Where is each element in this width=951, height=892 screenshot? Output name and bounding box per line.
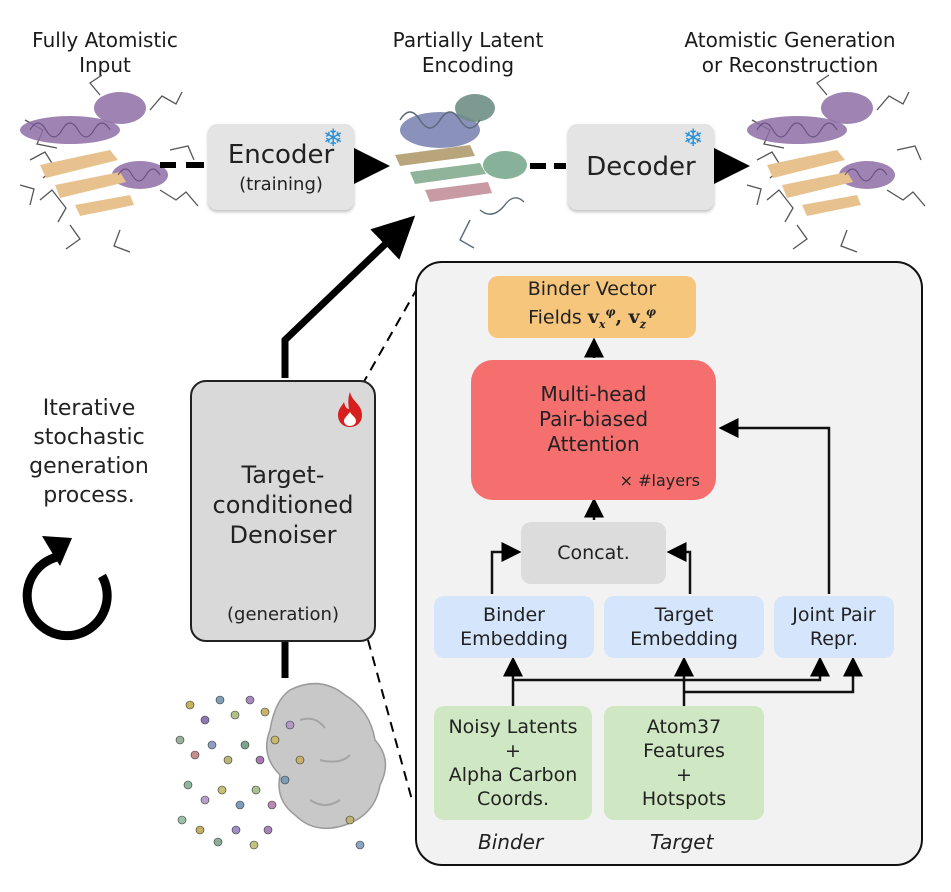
denoiser-subtitle: (generation) [227, 604, 339, 625]
concat-box: Concat. [521, 522, 666, 584]
binder-embedding-line2: Embedding [460, 628, 568, 650]
refresh-cycle-icon [22, 536, 112, 641]
iterative-line4: process. [43, 483, 135, 508]
snowflake-icon: ❄ [683, 124, 704, 152]
decoder-box: Decoder [568, 124, 714, 210]
binder-embedding-line1: Binder [483, 604, 545, 626]
binder-emb-to-concat-arrow [490, 542, 522, 594]
binder-input-line4: Coords. [477, 788, 549, 810]
latent-header-line2: Encoding [421, 53, 515, 77]
latent-protein-image [395, 94, 527, 249]
denoiser-title-line1: Target- [241, 461, 325, 489]
zoom-line-top [361, 286, 419, 386]
target-input-line1: Atom37 [646, 716, 722, 738]
binder-input-line1: Noisy Latents [448, 716, 578, 738]
attention-line1: Multi-head [540, 382, 647, 406]
concat-label: Concat. [557, 542, 630, 564]
snowflake-icon: ❄ [323, 124, 344, 152]
target-embedding-line1: Target [654, 604, 714, 626]
target-emb-to-concat-arrow [666, 542, 692, 594]
binder-input-line3: Alpha Carbon [448, 764, 578, 786]
target-input-box: Atom37 Features + Hotspots [604, 706, 764, 820]
decoder-title: Decoder [586, 152, 696, 182]
target-embedding-line2: Embedding [630, 628, 738, 650]
vector-fields-line2: Fields [528, 306, 582, 329]
binder-input-to-joint-arrow [513, 656, 830, 682]
input-header: Fully Atomistic Input [10, 28, 200, 78]
denoiser-title-line3: Denoiser [229, 521, 337, 549]
zoom-line-bottom [367, 639, 413, 801]
denoiser-title-line2: conditioned [212, 491, 354, 519]
denoiser-box: Target- conditioned Denoiser (generation… [190, 380, 376, 642]
binder-vector-fields-box: Binder Vector Fields vxφ, vzφ [488, 276, 696, 338]
attention-layers-label: × #layers [619, 471, 700, 490]
vector-fields-line2-row: Fields vxφ, vzφ [528, 301, 656, 337]
encoder-subtitle: (training) [239, 173, 323, 195]
iterative-line3: generation [29, 454, 149, 479]
target-input-to-joint-arrow [684, 656, 863, 694]
noisy-binder-target-image [175, 682, 387, 850]
iterative-line1: Iterative [42, 396, 136, 421]
joint-pair-box: Joint Pair Repr. [774, 596, 894, 658]
joint-pair-line2: Repr. [809, 628, 859, 650]
target-input-line4: Hotspots [641, 788, 727, 810]
denoiser-to-latent-arrow [281, 215, 416, 378]
iterative-process-label: Iterative stochastic generation process. [14, 394, 164, 510]
encoder-title: Encoder [227, 139, 335, 170]
input-header-line1: Fully Atomistic [32, 28, 178, 52]
attention-box: Multi-head Pair-biased Attention × #laye… [471, 360, 716, 500]
flame-icon [338, 392, 362, 427]
attention-line2: Pair-biased [538, 407, 649, 431]
latent-header-line1: Partially Latent [392, 28, 544, 52]
output-header-line1: Atomistic Generation [684, 28, 896, 52]
input-protein-image [19, 74, 199, 253]
vector-fields-line1: Binder Vector [527, 277, 657, 300]
output-header-line2: or Reconstruction [701, 53, 879, 77]
input-header-line2: Input [79, 53, 131, 77]
target-input-line2: Features [643, 740, 725, 762]
target-input-line3: + [676, 764, 692, 786]
vector-fields-math: vxφ, vzφ [587, 305, 656, 332]
joint-pair-line1: Joint Pair [792, 604, 876, 626]
encoder-box: Encoder (training) [208, 124, 354, 210]
output-protein-image [746, 74, 926, 253]
latent-header: Partially Latent Encoding [368, 28, 568, 78]
target-embedding-box: Target Embedding [604, 596, 764, 658]
binder-label: Binder [478, 830, 544, 854]
attention-line3: Attention [547, 432, 640, 456]
binder-input-box: Noisy Latents + Alpha Carbon Coords. [434, 706, 592, 820]
joint-to-attention-arrow [718, 418, 831, 594]
output-header: Atomistic Generation or Reconstruction [665, 28, 915, 78]
target-label: Target [650, 830, 714, 854]
binder-input-line2: + [505, 740, 521, 762]
iterative-line2: stochastic [33, 425, 145, 450]
binder-embedding-box: Binder Embedding [434, 596, 594, 658]
